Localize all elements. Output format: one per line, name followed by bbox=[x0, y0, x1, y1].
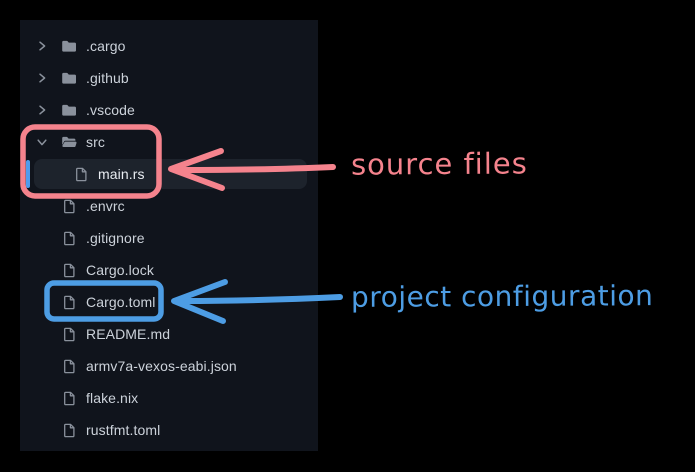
tree-item-label: README.md bbox=[86, 326, 171, 342]
folder-icon bbox=[60, 38, 78, 54]
file-icon bbox=[72, 166, 90, 182]
tree-item-README.md[interactable]: README.md bbox=[20, 318, 318, 350]
tree-item-flake.nix[interactable]: flake.nix bbox=[20, 382, 318, 414]
tree-item-label: .github bbox=[86, 70, 129, 86]
file-tree: .cargo .github .vscode src main.rs .envr… bbox=[20, 20, 318, 446]
tree-item-rustfmt.toml[interactable]: rustfmt.toml bbox=[20, 414, 318, 446]
tree-item-label: Cargo.toml bbox=[86, 294, 156, 310]
tree-item-label: .vscode bbox=[86, 102, 135, 118]
source-files-label: source files bbox=[350, 146, 528, 182]
tree-item-label: .gitignore bbox=[86, 230, 145, 246]
folder-icon bbox=[60, 70, 78, 86]
tree-item-armv7a-vexos-eabi.json[interactable]: armv7a-vexos-eabi.json bbox=[20, 350, 318, 382]
file-icon bbox=[60, 230, 78, 246]
tree-item-.envrc[interactable]: .envrc bbox=[20, 190, 318, 222]
chevron-slot bbox=[48, 167, 72, 181]
project-configuration-label: project configuration bbox=[350, 279, 654, 314]
tree-item-label: main.rs bbox=[98, 166, 145, 182]
chevron-down-icon bbox=[36, 135, 60, 149]
file-icon bbox=[60, 326, 78, 342]
file-icon bbox=[60, 422, 78, 438]
file-explorer-panel: .cargo .github .vscode src main.rs .envr… bbox=[20, 20, 318, 451]
chevron-slot bbox=[36, 327, 60, 341]
tree-item-.gitignore[interactable]: .gitignore bbox=[20, 222, 318, 254]
file-icon bbox=[60, 358, 78, 374]
tree-item-label: .envrc bbox=[86, 198, 125, 214]
tree-item-src[interactable]: src bbox=[20, 126, 318, 158]
folder-icon bbox=[60, 102, 78, 118]
tree-item-.cargo[interactable]: .cargo bbox=[20, 30, 318, 62]
file-icon bbox=[60, 390, 78, 406]
tree-item-label: .cargo bbox=[86, 38, 126, 54]
chevron-slot bbox=[36, 231, 60, 245]
chevron-slot bbox=[36, 391, 60, 405]
tree-item-main.rs[interactable]: main.rs bbox=[20, 158, 318, 190]
chevron-slot bbox=[36, 199, 60, 213]
folder-open-icon bbox=[60, 134, 78, 150]
tree-item-Cargo.lock[interactable]: Cargo.lock bbox=[20, 254, 318, 286]
chevron-right-icon bbox=[36, 71, 60, 85]
chevron-right-icon bbox=[36, 39, 60, 53]
file-icon bbox=[60, 262, 78, 278]
chevron-slot bbox=[36, 263, 60, 277]
chevron-slot bbox=[36, 423, 60, 437]
chevron-right-icon bbox=[36, 103, 60, 117]
tree-item-label: Cargo.lock bbox=[86, 262, 154, 278]
tree-item-Cargo.toml[interactable]: Cargo.toml bbox=[20, 286, 318, 318]
tree-item-label: flake.nix bbox=[86, 390, 139, 406]
tree-item-label: src bbox=[86, 134, 105, 150]
file-icon bbox=[60, 294, 78, 310]
tree-item-.vscode[interactable]: .vscode bbox=[20, 94, 318, 126]
tree-item-label: rustfmt.toml bbox=[86, 422, 161, 438]
file-icon bbox=[60, 198, 78, 214]
chevron-slot bbox=[36, 295, 60, 309]
tree-item-.github[interactable]: .github bbox=[20, 62, 318, 94]
chevron-slot bbox=[36, 359, 60, 373]
tree-item-label: armv7a-vexos-eabi.json bbox=[86, 358, 237, 374]
